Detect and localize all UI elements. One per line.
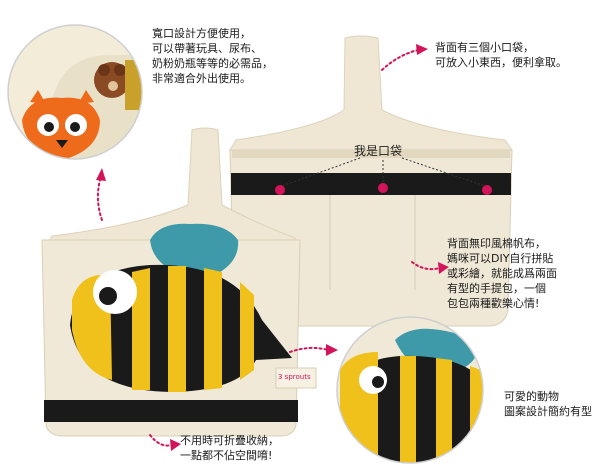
brand-tag (275, 367, 317, 389)
brand-tag-text: 3 sprouts (278, 373, 311, 381)
pocket-label: 我是口袋 (354, 144, 403, 158)
arrow-foldable (149, 434, 173, 447)
arrow-bee-detail (289, 346, 329, 353)
arrow-back-diy (411, 261, 441, 271)
annotation-back-diy: 背面無印風棉帆布， 媽咪可以DIY自行拼貼 或彩繪，就能成爲兩面 有型的手提包，… (447, 237, 557, 310)
annotation-cute-animal: 可愛的動物 圖案設計簡約有型 (504, 390, 592, 418)
pocket-dot-middle (378, 183, 388, 193)
annotation-wide-opening: 寬口設計方便使用， 可以帶著玩具、尿布、 奶粉奶瓶等等的必需品， 非常適合外出使… (152, 27, 273, 85)
zoom-circle-bee (336, 316, 484, 464)
zoom-circle-opening (7, 24, 143, 160)
pocket-dot-right (482, 185, 492, 195)
pocket-dot-left (275, 185, 285, 195)
arrow-opening (96, 179, 103, 221)
bag-back-view (229, 35, 513, 327)
annotation-foldable: 不用時可折疊收納， 一點都不佔空間唷! (180, 434, 279, 462)
annotation-back-pockets: 背面有三個小口袋， 可放入小東西，便利拿取。 (435, 41, 567, 69)
arrow-back-pockets (381, 49, 419, 71)
bag-front-view (41, 127, 317, 437)
